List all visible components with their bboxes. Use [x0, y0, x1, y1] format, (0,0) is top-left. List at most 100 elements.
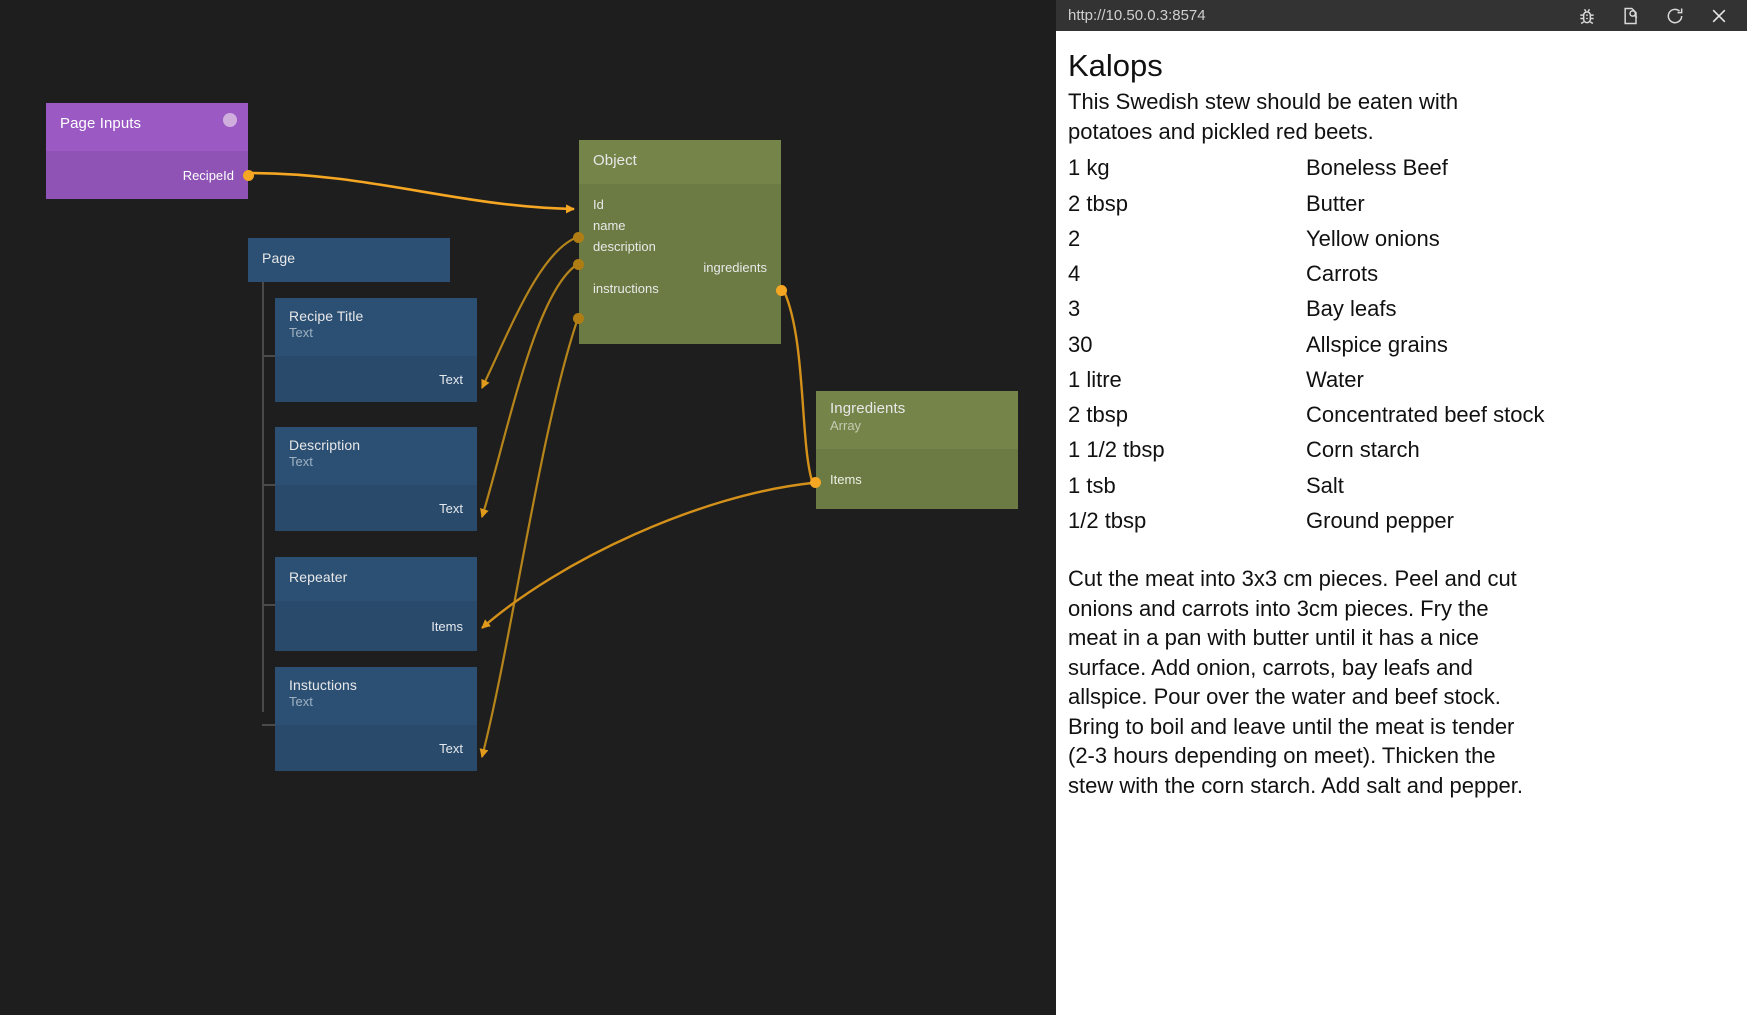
- port-out-recipeid[interactable]: [243, 170, 254, 181]
- node-object-header[interactable]: Object: [579, 140, 781, 184]
- node-page-inputs[interactable]: Page Inputs RecipeId: [46, 103, 254, 199]
- port-out-ingredients[interactable]: [776, 285, 787, 296]
- ingredients-table: 1 kg Boneless Beef 2 tbsp Butter 2 Yello…: [1068, 150, 1721, 538]
- ingredient-name: Salt: [1306, 472, 1344, 498]
- node-repeater-header[interactable]: Repeater: [275, 557, 477, 601]
- ingredient-name: Boneless Beef: [1306, 155, 1448, 181]
- ingredient-amount: 1 kg: [1068, 155, 1110, 181]
- ingredient-amount: 2 tbsp: [1068, 402, 1128, 428]
- ingredient-name: Ground pepper: [1306, 507, 1454, 533]
- node-repeater-body: Items: [275, 601, 477, 651]
- node-page-inputs-title: Page Inputs: [60, 115, 142, 132]
- port-in-description[interactable]: [573, 259, 584, 270]
- port-label-text: Text: [439, 740, 463, 756]
- node-description[interactable]: Description Text Text: [275, 427, 477, 531]
- group-tick: [262, 484, 275, 486]
- wire-items-to-repeater: [481, 481, 813, 629]
- group-tree-line: [262, 282, 264, 712]
- wire-instructions-to-instr: [479, 317, 580, 758]
- node-page-title: Page: [262, 250, 296, 266]
- port-row-description[interactable]: description: [593, 239, 656, 254]
- ingredient-name: Corn starch: [1306, 437, 1420, 463]
- recipe-content: Kalops This Swedish stew should be eaten…: [1056, 31, 1747, 800]
- node-recipe-title[interactable]: Recipe Title Text Text: [275, 298, 477, 402]
- port-row-id[interactable]: Id: [593, 197, 604, 212]
- node-page[interactable]: Page: [248, 238, 450, 282]
- table-row: 4 Carrots: [1068, 256, 1721, 291]
- port-row-name[interactable]: name: [593, 218, 626, 233]
- port-row-instructions[interactable]: instructions: [593, 281, 659, 296]
- port-row-ingredients[interactable]: ingredients: [703, 260, 767, 275]
- reload-icon[interactable]: [1665, 6, 1685, 26]
- preview-panel: http://10.50.0.3:8574: [1056, 0, 1747, 1015]
- node-description-header[interactable]: Description Text: [275, 427, 477, 485]
- node-recipe-title-body: Text: [275, 356, 477, 402]
- ingredient-amount: 2: [1068, 225, 1081, 251]
- table-row: 1/2 tbsp Ground pepper: [1068, 503, 1721, 538]
- ingredient-name: Bay leafs: [1306, 296, 1397, 322]
- recipe-description: This Swedish stew should be eaten with p…: [1068, 89, 1459, 144]
- node-object[interactable]: Object Id name description ingredients i…: [573, 140, 787, 344]
- port-label-recipeid: RecipeId: [182, 167, 234, 183]
- wire-ingredients-to-items: [782, 290, 814, 482]
- ingredient-name: Concentrated beef stock: [1306, 402, 1545, 428]
- ingredient-amount: 1 tsb: [1068, 472, 1116, 498]
- ingredient-amount: 1/2 tbsp: [1068, 507, 1147, 533]
- ingredient-amount: 2 tbsp: [1068, 190, 1128, 216]
- node-instuctions-subtitle: Text: [289, 694, 313, 709]
- ingredient-amount: 4: [1068, 261, 1081, 287]
- close-icon[interactable]: [1709, 6, 1729, 26]
- port-label-items: Items: [830, 471, 862, 487]
- node-recipe-title-subtitle: Text: [289, 325, 313, 340]
- node-object-title: Object: [593, 152, 637, 169]
- node-ingredients-body: Items: [816, 449, 1018, 509]
- ingredient-name: Allspice grains: [1306, 331, 1448, 357]
- node-instuctions-header[interactable]: Instuctions Text: [275, 667, 477, 725]
- table-row: 1 1/2 tbsp Corn starch: [1068, 432, 1721, 467]
- node-description-subtitle: Text: [289, 454, 313, 469]
- node-ingredients[interactable]: Ingredients Array Items: [810, 391, 1018, 509]
- table-row: 30 Allspice grains: [1068, 327, 1721, 362]
- node-instuctions[interactable]: Instuctions Text Text: [275, 667, 477, 771]
- ingredient-name: Carrots: [1306, 261, 1379, 287]
- node-ingredients-subtitle: Array: [830, 418, 862, 433]
- node-ingredients-header[interactable]: Ingredients Array: [816, 391, 1018, 449]
- recipe-title: Kalops: [1068, 48, 1163, 83]
- wire-recipeid-to-id: [249, 171, 575, 214]
- node-repeater[interactable]: Repeater Items: [275, 557, 477, 651]
- node-description-body: Text: [275, 485, 477, 531]
- node-instuctions-label: Instuctions: [289, 677, 358, 693]
- ingredients-table-body: 1 kg Boneless Beef 2 tbsp Butter 2 Yello…: [1068, 150, 1721, 538]
- group-tick: [262, 355, 275, 357]
- node-graph-canvas[interactable]: Page Inputs RecipeId Page Recipe Title T…: [0, 0, 1056, 1015]
- node-instuctions-body: Text: [275, 725, 477, 771]
- table-row: 2 Yellow onions: [1068, 221, 1721, 256]
- wire-name-to-title: [481, 235, 579, 389]
- ingredient-amount: 1 1/2 tbsp: [1068, 437, 1165, 463]
- port-label-items: Items: [431, 618, 463, 634]
- node-page-inputs-header[interactable]: Page Inputs: [46, 103, 248, 151]
- node-page-inputs-body: RecipeId: [46, 151, 248, 199]
- table-row: 1 litre Water: [1068, 362, 1721, 397]
- node-object-body: Id name description ingredients instruct…: [579, 184, 781, 344]
- toolbar-icons: [1577, 6, 1735, 26]
- ingredient-name: Water: [1306, 366, 1364, 392]
- port-in-name[interactable]: [573, 232, 584, 243]
- url-label[interactable]: http://10.50.0.3:8574: [1068, 7, 1206, 24]
- ingredient-amount: 30: [1068, 331, 1093, 357]
- node-recipe-title-header[interactable]: Recipe Title Text: [275, 298, 477, 356]
- wire-description-to-desc: [480, 263, 579, 518]
- port-in-items[interactable]: [810, 477, 821, 488]
- node-ingredients-title: Ingredients: [830, 400, 906, 417]
- bug-icon[interactable]: [1577, 6, 1597, 26]
- port-in-instructions[interactable]: [573, 313, 584, 324]
- inspect-page-icon[interactable]: [1621, 6, 1641, 26]
- node-description-label: Description: [289, 437, 361, 453]
- group-tick: [262, 724, 275, 726]
- table-row: 1 kg Boneless Beef: [1068, 150, 1721, 185]
- port-label-text: Text: [439, 500, 463, 516]
- node-recipe-title-label: Recipe Title: [289, 308, 364, 324]
- node-repeater-label: Repeater: [289, 569, 348, 585]
- ingredient-name: Butter: [1306, 190, 1365, 216]
